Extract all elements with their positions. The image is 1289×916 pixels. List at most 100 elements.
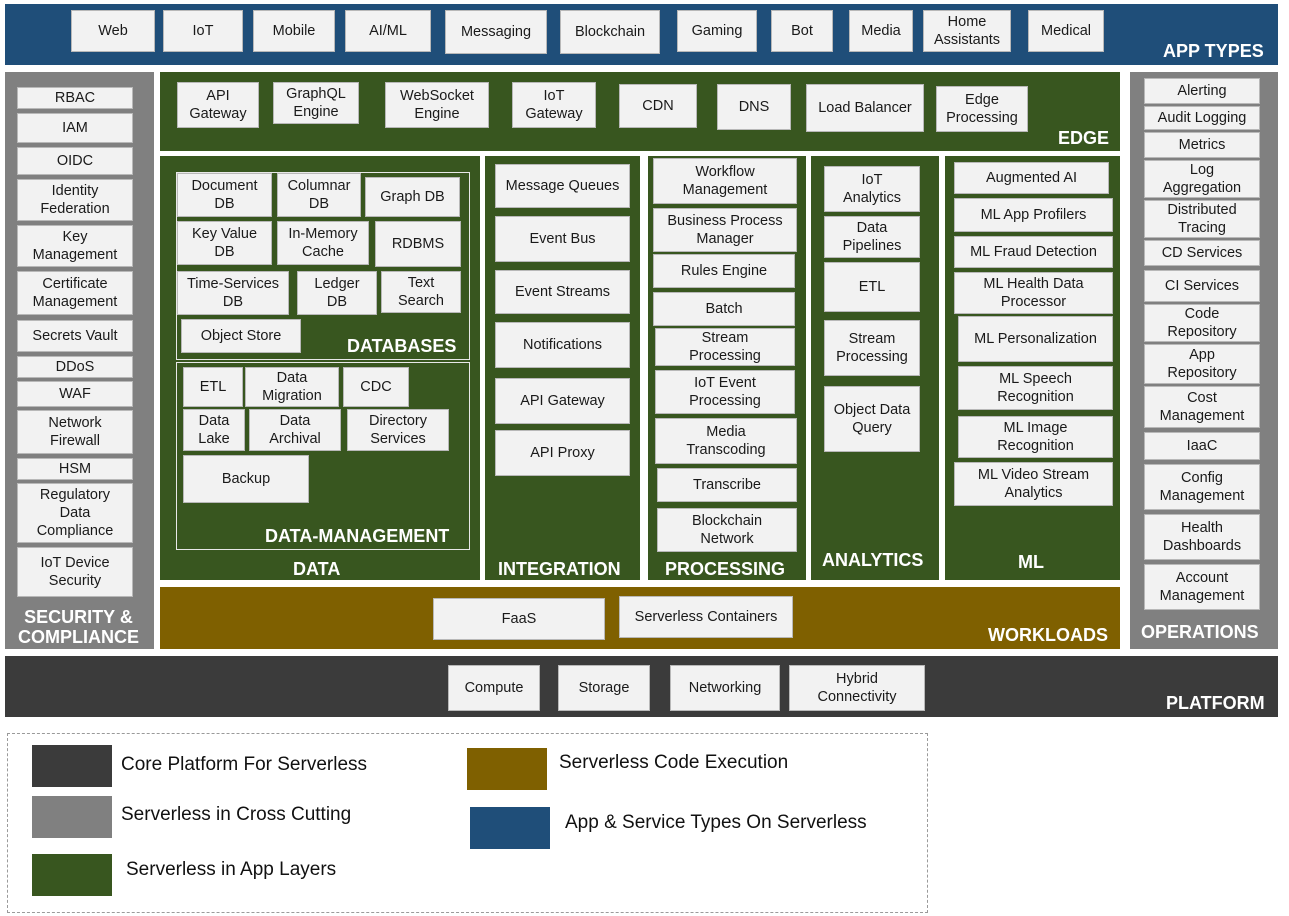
legend-swatch-app-layers — [32, 854, 112, 896]
dm-item-directory-services: Directory Services — [347, 409, 449, 451]
edge-item-edge-processing: Edge Processing — [936, 86, 1028, 132]
operations-item-ci-services: CI Services — [1144, 270, 1260, 302]
ml-item-augmented-ai: Augmented AI — [954, 162, 1109, 194]
edge-item-websocket-engine: WebSocket Engine — [385, 82, 489, 128]
edge-item-cdn: CDN — [619, 84, 697, 128]
legend-label-app-layers: Serverless in App Layers — [126, 859, 337, 880]
edge-item-iot-gateway: IoT Gateway — [512, 82, 596, 128]
app-type-messaging: Messaging — [445, 10, 547, 54]
db-item-columnar-db: Columnar DB — [277, 173, 361, 217]
operations-item-cd-services: CD Services — [1144, 240, 1260, 266]
app-type-home-assistants: Home Assistants — [923, 10, 1011, 52]
platform-item-storage: Storage — [558, 665, 650, 711]
operations-title: OPERATIONS — [1141, 622, 1259, 642]
processing-title: PROCESSING — [665, 559, 786, 579]
db-item-in-memory-cache: In-Memory Cache — [277, 221, 369, 265]
workloads-panel: FaaS Serverless Containers WORKLOADS — [160, 587, 1120, 649]
edge-item-api-gateway: API Gateway — [177, 82, 259, 128]
platform-item-compute: Compute — [448, 665, 540, 711]
data-panel: Document DB Columnar DB Graph DB Key Val… — [160, 156, 480, 580]
security-item-ddos: DDoS — [17, 356, 133, 378]
integration-item-message-queues: Message Queues — [495, 164, 630, 208]
operations-item-audit-logging: Audit Logging — [1144, 106, 1260, 130]
dm-item-cdc: CDC — [343, 367, 409, 407]
workloads-item-serverless-containers: Serverless Containers — [619, 596, 793, 638]
app-type-medical: Medical — [1028, 10, 1104, 52]
app-type-mobile: Mobile — [253, 10, 335, 52]
processing-item-rules-engine: Rules Engine — [653, 254, 795, 288]
integration-item-notifications: Notifications — [495, 322, 630, 368]
dm-item-data-archival: Data Archival — [249, 409, 341, 451]
platform-title: PLATFORM — [1166, 693, 1265, 713]
legend-swatch-app-service-types — [470, 807, 550, 849]
legend-label-core-platform: Core Platform For Serverless — [121, 754, 368, 775]
analytics-item-data-pipelines: Data Pipelines — [824, 216, 920, 258]
operations-item-health-dashboards: Health Dashboards — [1144, 514, 1260, 560]
integration-item-api-gateway: API Gateway — [495, 378, 630, 424]
dm-item-data-lake: Data Lake — [183, 409, 245, 451]
db-item-time-services-db: Time-Services DB — [177, 271, 289, 315]
db-item-object-store: Object Store — [181, 319, 301, 353]
integration-item-api-proxy: API Proxy — [495, 430, 630, 476]
integration-item-event-streams: Event Streams — [495, 270, 630, 314]
app-type-blockchain: Blockchain — [560, 10, 660, 54]
ml-item-ml-app-profilers: ML App Profilers — [954, 198, 1113, 232]
databases-section: Document DB Columnar DB Graph DB Key Val… — [176, 172, 470, 360]
processing-item-transcribe: Transcribe — [657, 468, 797, 502]
analytics-panel: IoT Analytics Data Pipelines ETL Stream … — [811, 156, 939, 580]
workloads-item-faas: FaaS — [433, 598, 605, 640]
ml-item-ml-speech-recognition: ML Speech Recognition — [958, 366, 1113, 410]
security-item-waf: WAF — [17, 381, 133, 407]
dm-item-data-migration: Data Migration — [245, 367, 339, 407]
ml-item-ml-health-data-processor: ML Health Data Processor — [954, 272, 1113, 314]
app-type-bot: Bot — [771, 10, 833, 52]
operations-item-cost-management: Cost Management — [1144, 386, 1260, 428]
ml-item-ml-personalization: ML Personalization — [958, 316, 1113, 362]
app-type-web: Web — [71, 10, 155, 52]
db-item-text-search: Text Search — [381, 271, 461, 313]
db-item-ledger-db: Ledger DB — [297, 271, 377, 315]
edge-title: EDGE — [1058, 128, 1110, 148]
security-item-certificate-management: Certificate Management — [17, 271, 133, 315]
workloads-title: WORKLOADS — [988, 625, 1108, 645]
security-item-secrets-vault: Secrets Vault — [17, 320, 133, 352]
legend-label-cross-cutting: Serverless in Cross Cutting — [121, 804, 352, 825]
security-item-regulatory-data-compliance: Regulatory Data Compliance — [17, 483, 133, 543]
ml-item-ml-video-stream-analytics: ML Video Stream Analytics — [954, 462, 1113, 506]
security-item-key-management: Key Management — [17, 225, 133, 267]
app-type-media: Media — [849, 10, 913, 52]
processing-panel: Workflow Management Business Process Man… — [648, 156, 806, 580]
operations-item-distributed-tracing: Distributed Tracing — [1144, 200, 1260, 238]
security-panel: RBAC IAM OIDC Identity Federation Key Ma… — [5, 72, 154, 649]
analytics-title: ANALYTICS — [822, 550, 924, 570]
integration-title: INTEGRATION — [498, 559, 621, 579]
db-item-document-db: Document DB — [177, 173, 272, 217]
operations-item-alerting: Alerting — [1144, 78, 1260, 104]
dm-item-etl: ETL — [183, 367, 243, 407]
data-title: DATA — [293, 559, 341, 579]
legend-label-app-service-types: App & Service Types On Serverless — [565, 812, 867, 833]
operations-item-code-repository: Code Repository — [1144, 304, 1260, 342]
databases-title: DATABASES — [347, 336, 457, 356]
security-item-iot-device-security: IoT Device Security — [17, 547, 133, 597]
security-item-oidc: OIDC — [17, 147, 133, 175]
legend: Core Platform For Serverless Serverless … — [7, 733, 928, 913]
data-management-title: DATA-MANAGEMENT — [265, 526, 450, 546]
operations-item-metrics: Metrics — [1144, 132, 1260, 158]
ml-item-ml-fraud-detection: ML Fraud Detection — [954, 236, 1113, 268]
db-item-key-value-db: Key Value DB — [177, 221, 272, 265]
analytics-item-stream-processing: Stream Processing — [824, 320, 920, 376]
processing-item-blockchain-network: Blockchain Network — [657, 508, 797, 552]
operations-item-log-aggregation: Log Aggregation — [1144, 160, 1260, 198]
security-item-network-firewall: Network Firewall — [17, 410, 133, 454]
processing-item-iot-event-processing: IoT Event Processing — [655, 370, 795, 414]
processing-item-business-process-manager: Business Process Manager — [653, 208, 797, 252]
integration-panel: Message Queues Event Bus Event Streams N… — [485, 156, 640, 580]
processing-item-stream-processing: Stream Processing — [655, 328, 795, 366]
legend-swatch-core-platform — [32, 745, 112, 787]
ml-item-ml-image-recognition: ML Image Recognition — [958, 416, 1113, 458]
dm-item-backup: Backup — [183, 455, 309, 503]
integration-item-event-bus: Event Bus — [495, 216, 630, 262]
processing-item-workflow-management: Workflow Management — [653, 158, 797, 204]
security-item-rbac: RBAC — [17, 87, 133, 109]
